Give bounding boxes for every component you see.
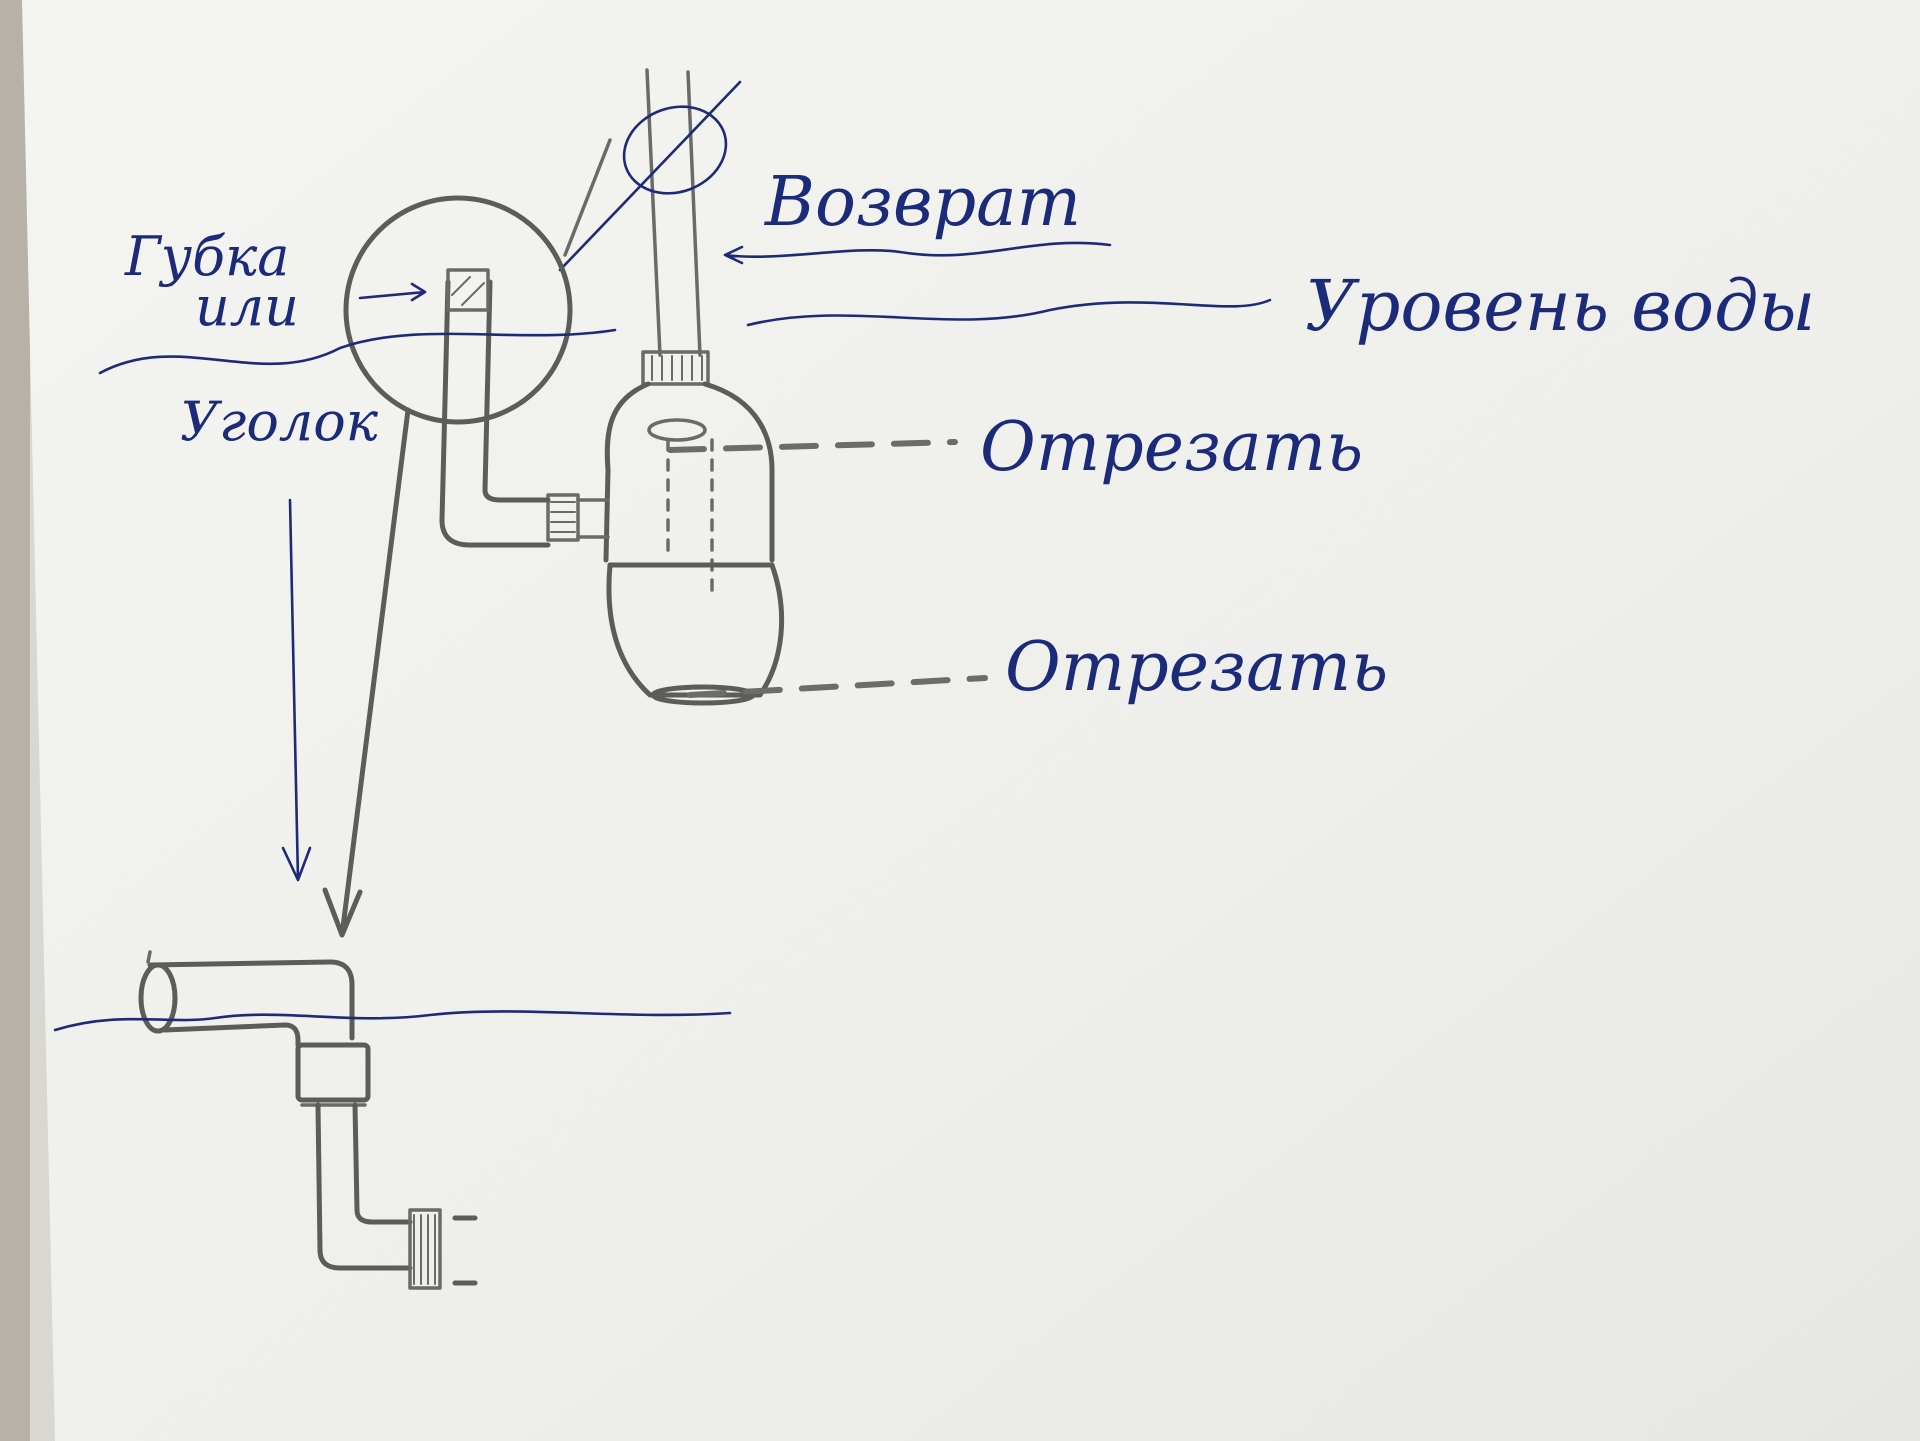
label-cut-bottom: Отрезать bbox=[1005, 628, 1388, 707]
valve-strike-line bbox=[558, 80, 742, 272]
bottle-cap bbox=[641, 350, 710, 386]
corner-top-hatch bbox=[451, 276, 485, 306]
sponge-arrow bbox=[358, 282, 427, 302]
water-level-line bbox=[98, 328, 617, 375]
bottom-connector bbox=[408, 1208, 442, 1290]
bottom-connector-hatch bbox=[413, 1214, 436, 1285]
zoom-pointer-top bbox=[563, 138, 612, 257]
bottom-corner-diagram bbox=[53, 950, 732, 1290]
tube-tip bbox=[146, 950, 152, 964]
coupling bbox=[295, 1042, 371, 1103]
bottom-connector-pins bbox=[452, 1215, 478, 1286]
inlet-stub bbox=[576, 498, 610, 539]
horizontal-tube bbox=[147, 959, 355, 1048]
label-sponge-line1: Губка bbox=[124, 225, 289, 288]
table-edge bbox=[0, 0, 30, 1441]
top-filter-diagram: Возврат Уровень воды Губка или Уголок От… bbox=[98, 68, 1815, 938]
label-corner: Уголок bbox=[180, 390, 379, 453]
valve-ellipse bbox=[622, 105, 728, 195]
inlet-connector bbox=[546, 493, 580, 542]
bottom-water-line bbox=[53, 1010, 732, 1032]
label-return: Возврат bbox=[763, 163, 1081, 242]
inlet-hatching bbox=[550, 501, 576, 533]
return-pipe bbox=[645, 68, 702, 357]
label-sponge-line2: или bbox=[195, 275, 299, 338]
label-cut-top: Отрезать bbox=[980, 408, 1363, 487]
corner-top-end bbox=[446, 268, 490, 312]
return-arrow bbox=[723, 241, 1112, 265]
zoom-circle bbox=[343, 195, 573, 425]
vertical-tube bbox=[315, 1102, 413, 1271]
corner-tube bbox=[439, 279, 551, 548]
tube-opening bbox=[138, 962, 178, 1034]
bottle-inner-top bbox=[647, 418, 707, 442]
bottle-lower bbox=[606, 562, 785, 698]
cap-hatching bbox=[651, 355, 703, 381]
cut-line-top bbox=[667, 439, 958, 453]
paper-sheet bbox=[22, 0, 1920, 1441]
cut-line-bottom bbox=[687, 675, 988, 698]
bottle-upper bbox=[603, 381, 775, 563]
pencil-arrow-down bbox=[322, 407, 411, 938]
ink-arrow-down bbox=[281, 498, 312, 882]
label-water-level: Уровень воды bbox=[1305, 265, 1815, 347]
water-level-line-right bbox=[746, 298, 1272, 327]
bottle-bottom bbox=[650, 684, 756, 706]
